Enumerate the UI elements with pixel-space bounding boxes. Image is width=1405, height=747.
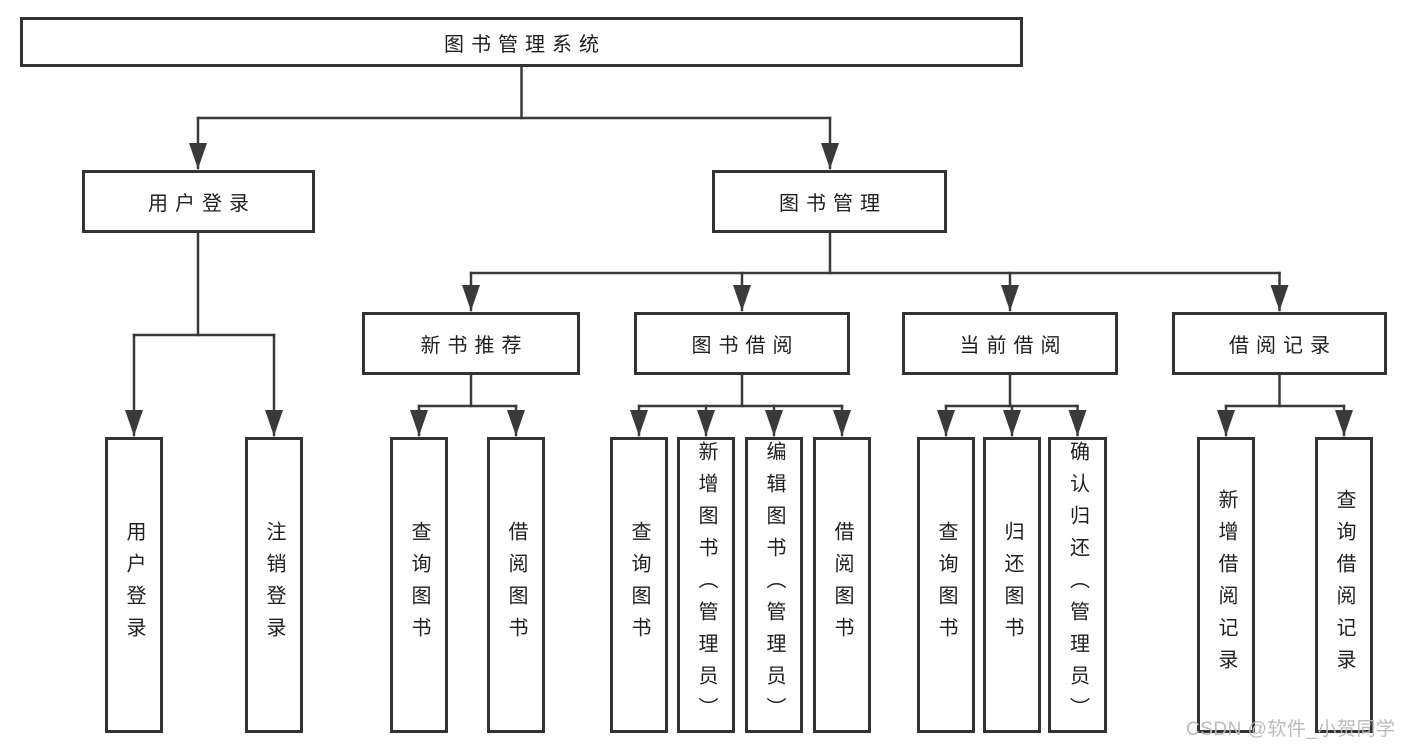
node-new-book-recommend-label: 新书推荐 xyxy=(420,335,529,357)
node-leaf-bb-edit-books-admin: 编辑图书（管理员） xyxy=(745,437,803,733)
node-book-management-label: 图书管理 xyxy=(779,193,887,215)
node-leaf-bb-query-books: 查询图书 xyxy=(610,437,668,733)
node-leaf-user-login: 用户登录 xyxy=(105,437,163,733)
connector-book-mgmt-to-level3 xyxy=(462,231,1289,312)
node-leaf-cb-confirm-return-admin: 确认归还（管理员） xyxy=(1048,437,1107,733)
node-current-borrowing-label: 当前借阅 xyxy=(959,335,1068,357)
connector-book-borrow-children xyxy=(630,373,851,437)
node-book-borrowing-label: 图书借阅 xyxy=(691,335,800,357)
node-leaf-nb-query-books: 查询图书 xyxy=(390,437,448,733)
connector-current-borrow-children xyxy=(937,373,1087,437)
connector-root-to-level2 xyxy=(189,65,839,170)
node-leaf-bb-add-books-admin-label: 新增图书（管理员） xyxy=(695,441,717,729)
node-leaf-bb-query-books-label: 查询图书 xyxy=(628,521,650,649)
node-leaf-nb-query-books-label: 查询图书 xyxy=(408,521,430,649)
node-user-login: 用户登录 xyxy=(82,170,315,233)
node-leaf-br-query-record-label: 查询借阅记录 xyxy=(1333,489,1355,681)
node-book-management: 图书管理 xyxy=(712,170,947,233)
node-leaf-bb-edit-books-admin-label: 编辑图书（管理员） xyxy=(763,441,785,729)
node-leaf-user-login-label: 用户登录 xyxy=(123,521,145,649)
node-book-borrowing: 图书借阅 xyxy=(634,312,850,375)
node-leaf-cb-query-books-label: 查询图书 xyxy=(935,521,957,649)
node-user-login-label: 用户登录 xyxy=(148,193,256,215)
csdn-watermark: CSDN @软件_小贺同学 xyxy=(1186,719,1396,740)
node-leaf-br-query-record: 查询借阅记录 xyxy=(1315,437,1373,733)
connector-borrow-record-children xyxy=(1217,373,1353,437)
node-leaf-logout: 注销登录 xyxy=(245,437,303,733)
node-new-book-recommend: 新书推荐 xyxy=(362,312,580,375)
node-leaf-cb-confirm-return-admin-label: 确认归还（管理员） xyxy=(1066,441,1089,729)
node-leaf-logout-label: 注销登录 xyxy=(263,521,285,649)
node-leaf-bb-borrow-books-label: 借阅图书 xyxy=(831,521,853,649)
node-leaf-bb-add-books-admin: 新增图书（管理员） xyxy=(677,437,735,733)
node-current-borrowing: 当前借阅 xyxy=(902,312,1118,375)
connector-new-book-children xyxy=(410,373,525,437)
node-root-library-system: 图书管理系统 xyxy=(20,17,1023,67)
node-leaf-cb-return-books-label: 归还图书 xyxy=(1001,521,1023,649)
node-leaf-bb-borrow-books: 借阅图书 xyxy=(813,437,871,733)
node-leaf-nb-borrow-books: 借阅图书 xyxy=(487,437,545,733)
node-borrowing-records: 借阅记录 xyxy=(1172,312,1387,375)
node-root-label: 图书管理系统 xyxy=(444,33,606,56)
node-leaf-cb-query-books: 查询图书 xyxy=(917,437,975,733)
connector-user-login-children xyxy=(125,231,283,437)
node-leaf-nb-borrow-books-label: 借阅图书 xyxy=(505,521,527,649)
node-leaf-cb-return-books: 归还图书 xyxy=(983,437,1041,733)
node-leaf-br-add-record-label: 新增借阅记录 xyxy=(1215,489,1237,681)
node-leaf-br-add-record: 新增借阅记录 xyxy=(1197,437,1255,733)
node-borrowing-records-label: 借阅记录 xyxy=(1229,335,1337,357)
